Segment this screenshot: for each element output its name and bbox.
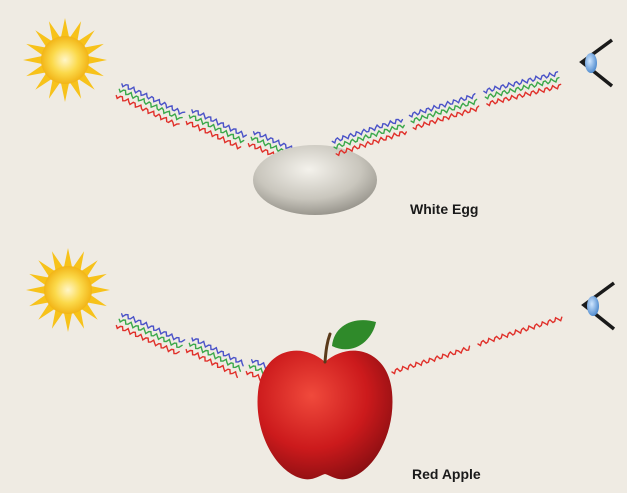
blue-light-wave xyxy=(192,110,246,137)
blue-light-wave xyxy=(122,314,185,342)
blue-light-wave xyxy=(192,338,243,366)
sun-icon xyxy=(26,248,110,332)
eye-icon xyxy=(584,283,614,329)
red-light-wave xyxy=(392,346,470,373)
red-apple-label: Red Apple xyxy=(412,466,481,482)
apple-reflected-beam xyxy=(392,317,562,373)
red-light-wave xyxy=(478,317,562,345)
blue-light-wave xyxy=(122,84,185,114)
scene-red-apple xyxy=(26,248,614,479)
apple-stem xyxy=(325,334,330,362)
scene-white-egg xyxy=(23,18,612,215)
eye-icon xyxy=(582,40,612,86)
white-egg-label: White Egg xyxy=(410,201,478,217)
sun-icon xyxy=(23,18,107,102)
green-light-wave xyxy=(189,343,240,371)
egg-icon xyxy=(253,145,377,215)
green-light-wave xyxy=(119,319,182,347)
apple-icon xyxy=(258,320,393,479)
red-light-wave xyxy=(413,106,478,129)
apple-leaf xyxy=(332,320,376,349)
egg-reflected-beam xyxy=(332,72,560,156)
green-light-wave xyxy=(119,89,182,119)
